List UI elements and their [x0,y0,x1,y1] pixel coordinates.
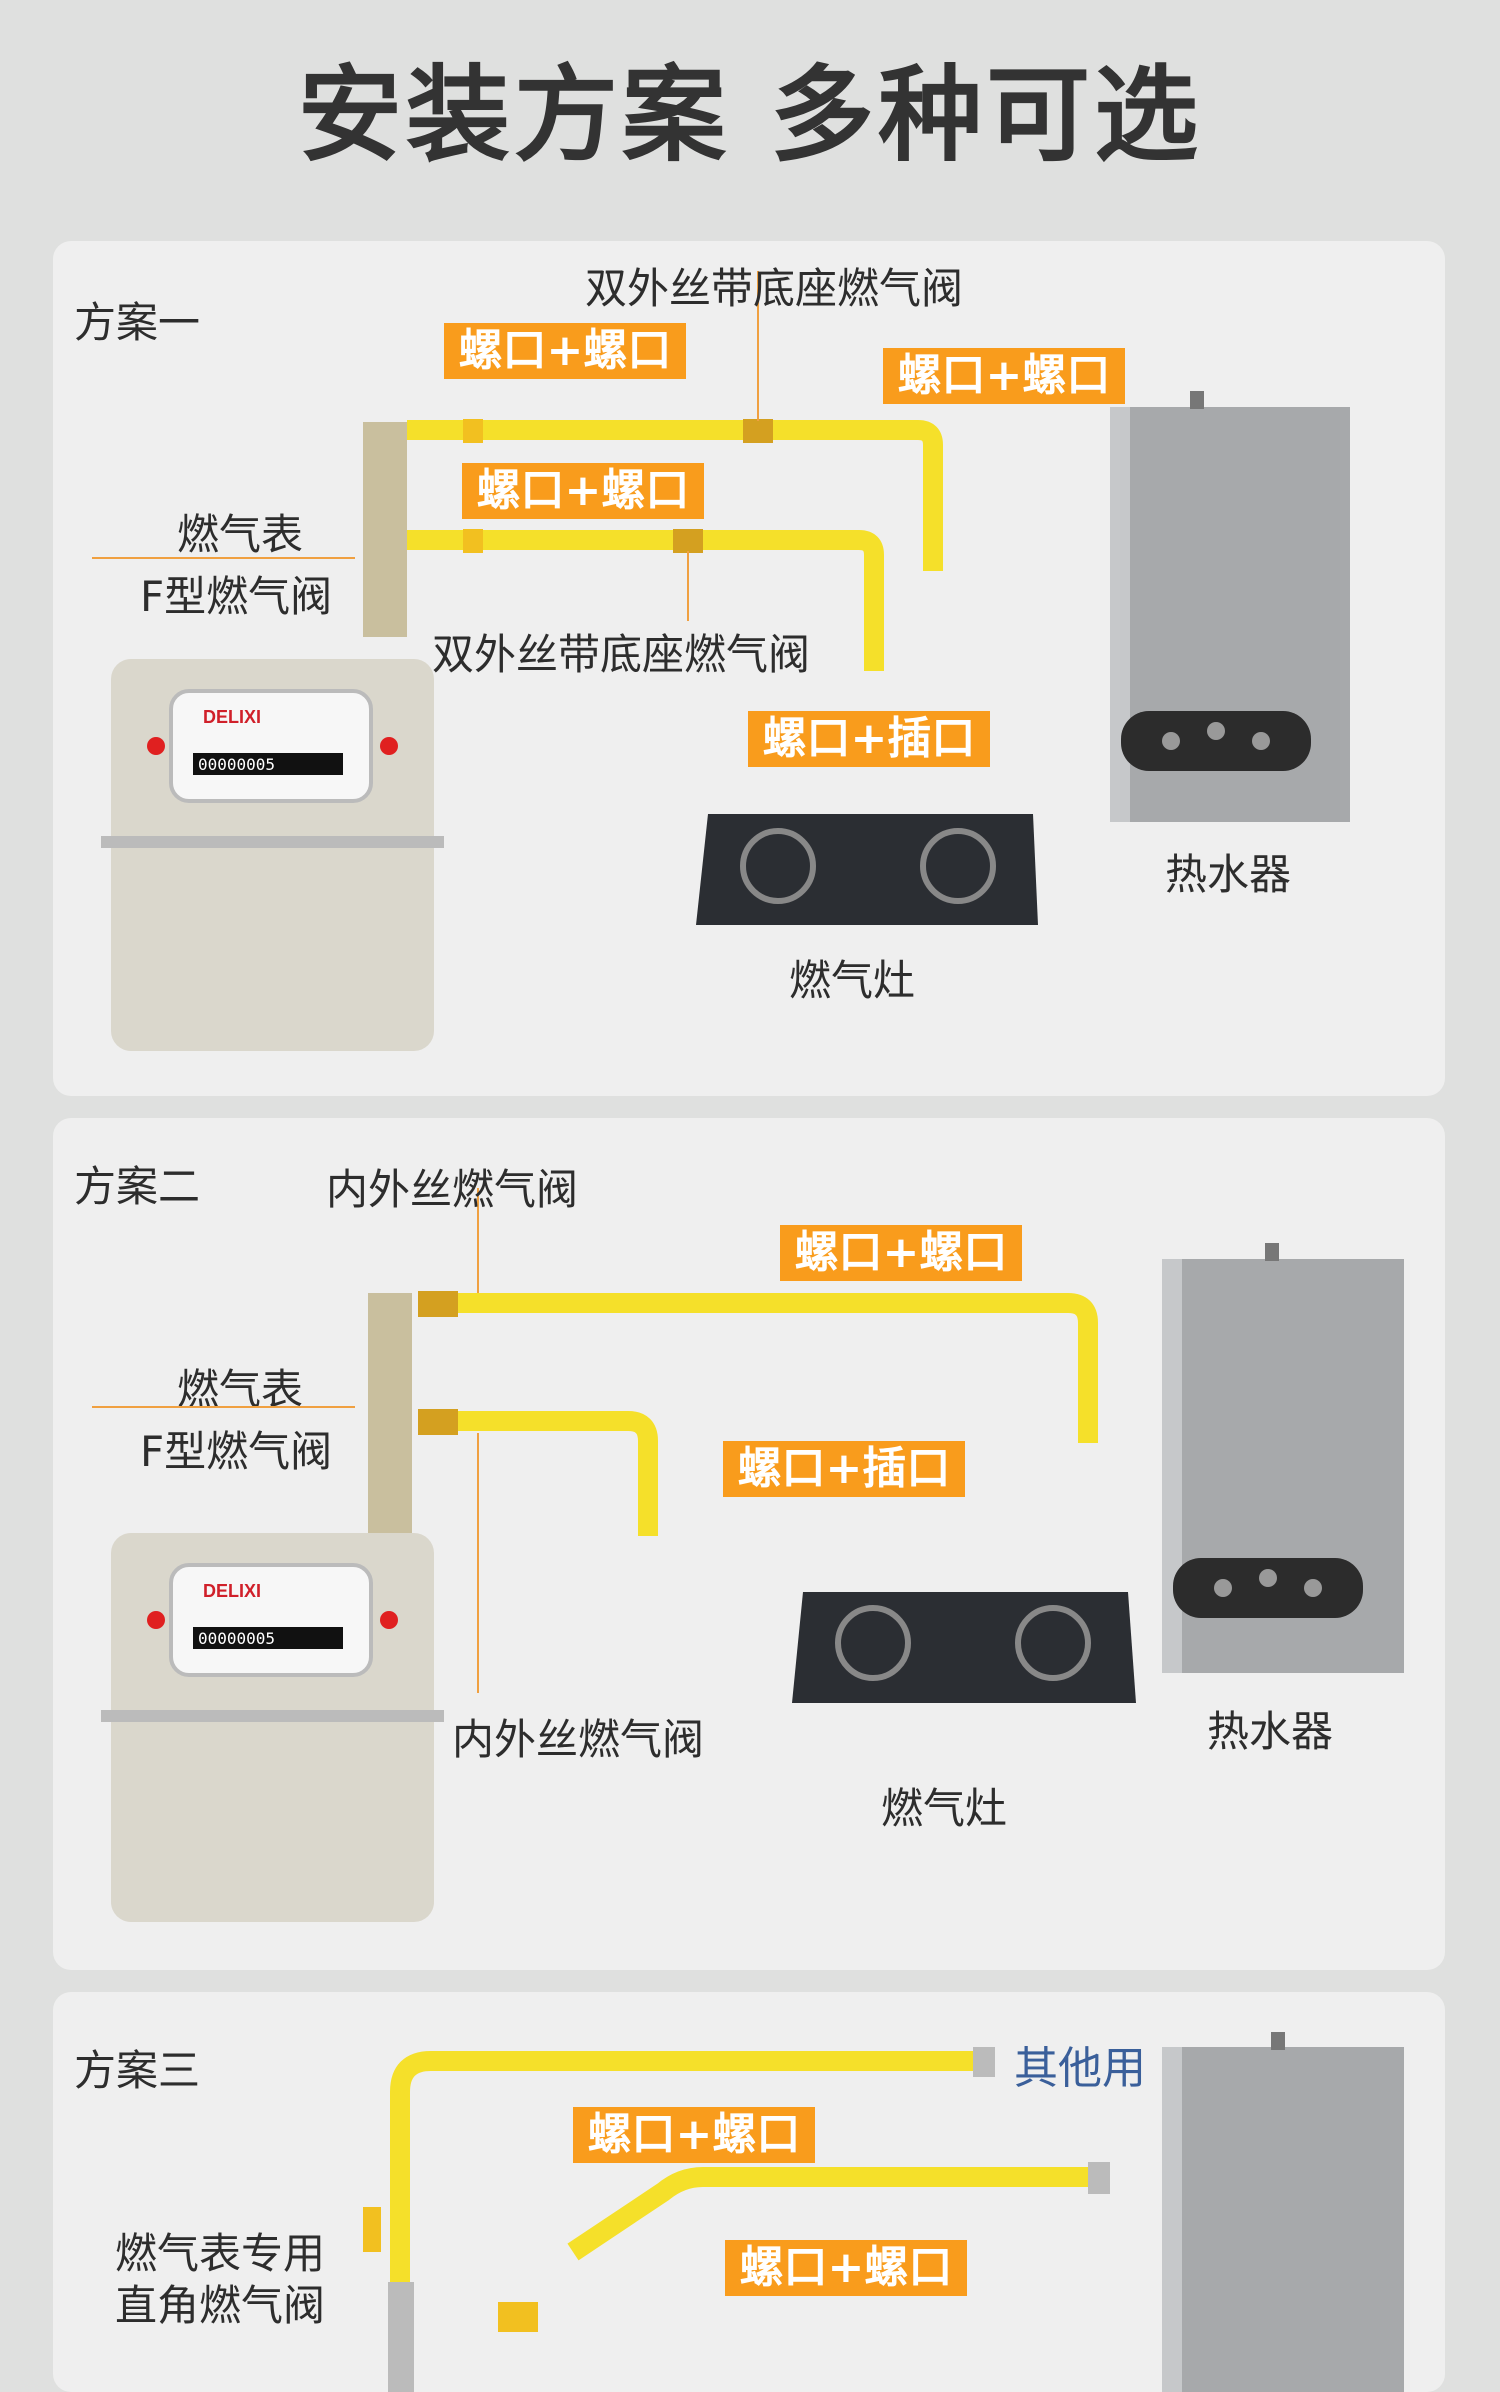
plan-2-panel: DELIXI 00000005 方案二 内外丝燃气阀 螺口+螺口 螺口+插口 燃… [53,1118,1445,1970]
gas-meter-icon: DELIXI 00000005 [101,1533,444,1922]
connector-tag: 螺口+螺口 [780,1225,1022,1281]
plan-title: 方案三 [74,2046,201,2095]
svg-text:DELIXI: DELIXI [203,707,261,727]
plan-title: 方案二 [74,1162,201,1211]
meter-label: 燃气表 [177,1365,304,1414]
plan-1-illustration: DELIXI 00000005 [101,271,1350,1051]
valve-label-line2: 直角燃气阀 [115,2281,326,2330]
svg-text:00000005: 00000005 [198,755,275,774]
valve-icon [743,419,773,443]
other-use-label: 其他用 [1014,2043,1146,2094]
stove-label: 燃气灶 [789,956,916,1005]
plan-2-illustration: DELIXI 00000005 [101,1188,1404,1922]
svg-text:DELIXI: DELIXI [203,1581,261,1601]
water-heater-icon [1162,2032,1404,2392]
water-heater-icon [1162,1243,1404,1673]
valve-label-top: 内外丝燃气阀 [326,1165,579,1214]
gas-hose [448,1411,658,1536]
valve-body [388,2282,414,2392]
brass-pipe [363,422,407,637]
meter-label: 燃气表 [177,510,304,559]
valve-icon [673,529,703,553]
valve-handle-icon [463,529,483,553]
gas-stove-icon [792,1592,1136,1703]
connector-tag: 螺口+插口 [723,1441,965,1497]
valve-handle-icon [498,2302,538,2332]
valve-handle-icon [363,2207,381,2252]
connector-tag: 螺口+螺口 [444,323,686,379]
gas-hose [407,530,884,671]
gas-hose [407,420,943,571]
heater-label: 热水器 [1207,1707,1334,1756]
plan-1-panel: DELIXI 00000005 方案一 双外丝带底座燃气阀 螺口+螺口 螺口+螺… [53,241,1445,1096]
valve-handle-icon [463,419,483,443]
gas-hose [448,1293,1098,1443]
valve-label-bottom: 内外丝燃气阀 [452,1715,705,1764]
plan-title: 方案一 [74,298,201,347]
brass-pipe [368,1293,412,1543]
page-title: 安装方案 多种可选 [297,54,1203,176]
f-valve-label: F型燃气阀 [140,1427,333,1476]
connector-tag: 螺口+插口 [748,711,990,767]
connector-tag: 螺口+螺口 [462,463,704,519]
heater-label: 热水器 [1165,850,1292,899]
valve-icon [418,1291,458,1317]
connector-tag: 螺口+螺口 [883,348,1125,404]
f-valve-label: F型燃气阀 [140,572,333,621]
gas-hose [390,2051,973,2312]
valve-label-bottom: 双外丝带底座燃气阀 [432,630,811,679]
valve-label-line1: 燃气表专用 [115,2229,326,2278]
hose-fitting [1088,2162,1110,2194]
gas-hose [567,2167,1088,2261]
plan-3-panel: 方案三 其他用 螺口+螺口 螺口+螺口 燃气表专用 直角燃气阀 [53,1992,1445,2392]
connector-tag: 螺口+螺口 [573,2107,815,2163]
svg-text:00000005: 00000005 [198,1629,275,1648]
stove-label: 燃气灶 [881,1784,1008,1833]
water-heater-icon [1110,391,1350,822]
valve-label-top: 双外丝带底座燃气阀 [585,264,964,313]
valve-icon [418,1409,458,1435]
gas-stove-icon [696,814,1038,925]
connector-tag: 螺口+螺口 [725,2240,967,2296]
gas-meter-icon: DELIXI 00000005 [101,659,444,1051]
hose-fitting [973,2047,995,2077]
